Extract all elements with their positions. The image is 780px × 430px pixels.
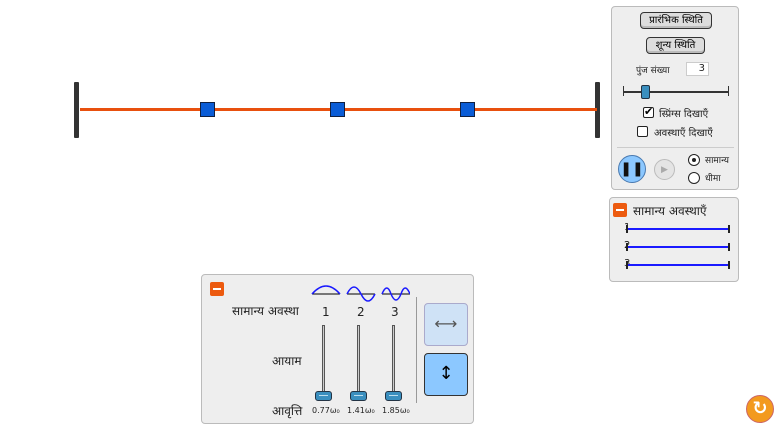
reset-icon: ↻ xyxy=(752,398,768,419)
masses-slider[interactable] xyxy=(623,85,729,99)
collapse-button[interactable] xyxy=(613,203,627,217)
frequency-label: आवृत्ति xyxy=(272,404,303,418)
right-wall xyxy=(595,82,600,138)
control-panel: प्रारंभिक स्थिति शून्य स्थिति पुंज संख्य… xyxy=(611,6,739,190)
frequency-1: 0.77ω₀ xyxy=(312,406,340,415)
left-wall xyxy=(74,82,79,138)
amplitude-slider-3-track[interactable] xyxy=(392,325,395,397)
mode-2-amplitude-line xyxy=(626,243,730,251)
collapse-button[interactable] xyxy=(210,282,224,296)
amplitude-slider-2-thumb[interactable] xyxy=(350,391,367,401)
normal-modes-title: सामान्य अवस्थाएँ xyxy=(633,204,707,218)
normal-mode-label: सामान्य अवस्था xyxy=(232,304,299,318)
vertical-polarization-button[interactable]: ↕ xyxy=(424,353,468,396)
horizontal-polarization-button[interactable]: ⟷ xyxy=(424,303,468,346)
speed-normal-label: सामान्य xyxy=(705,156,730,166)
speed-slow-label: धीमा xyxy=(705,174,721,184)
mode-panel: सामान्य अवस्था आयाम आवृत्ति 1 2 3 0.77ω₀… xyxy=(201,274,474,424)
step-button[interactable]: ▶ xyxy=(654,159,675,180)
amplitude-slider-2-track[interactable] xyxy=(357,325,360,397)
frequency-3: 1.85ω₀ xyxy=(382,406,410,415)
mode-number-3: 3 xyxy=(391,305,399,319)
show-phases-checkbox[interactable] xyxy=(637,126,648,137)
reset-all-button[interactable]: ↻ xyxy=(746,395,774,423)
speed-slow-radio[interactable] xyxy=(688,172,700,184)
amplitude-slider-1-thumb[interactable] xyxy=(315,391,332,401)
mode-number-2: 2 xyxy=(357,305,365,319)
divider xyxy=(617,147,734,148)
show-springs-label: स्प्रिंग्स दिखाएँ xyxy=(659,109,709,120)
amplitude-slider-1-track[interactable] xyxy=(322,325,325,397)
initial-positions-button[interactable]: प्रारंभिक स्थिति xyxy=(640,12,712,29)
mass-2[interactable] xyxy=(330,102,345,117)
mode-number-1: 1 xyxy=(322,305,330,319)
show-springs-checkbox[interactable]: ✔ xyxy=(643,105,654,118)
zero-positions-button[interactable]: शून्य स्थिति xyxy=(646,37,705,54)
mass-1[interactable] xyxy=(200,102,215,117)
masses-value: 3 xyxy=(686,62,709,76)
amplitude-slider-3-thumb[interactable] xyxy=(385,391,402,401)
masses-slider-thumb[interactable] xyxy=(641,85,650,99)
speed-normal-radio[interactable] xyxy=(688,154,700,166)
amplitude-label: आयाम xyxy=(272,354,302,368)
divider xyxy=(416,297,417,403)
mode-1-amplitude-line xyxy=(626,225,730,233)
mode-3-amplitude-line xyxy=(626,261,730,269)
normal-modes-panel: सामान्य अवस्थाएँ 1 2 3 xyxy=(609,197,739,282)
mode-shape-icons xyxy=(311,285,410,302)
pause-button[interactable]: ❚❚ xyxy=(618,155,646,183)
masses-label: पुंज संख्या xyxy=(636,66,670,76)
show-phases-label: अवस्थाएँ दिखाएँ xyxy=(654,128,713,139)
frequency-2: 1.41ω₀ xyxy=(347,406,375,415)
mass-3[interactable] xyxy=(460,102,475,117)
